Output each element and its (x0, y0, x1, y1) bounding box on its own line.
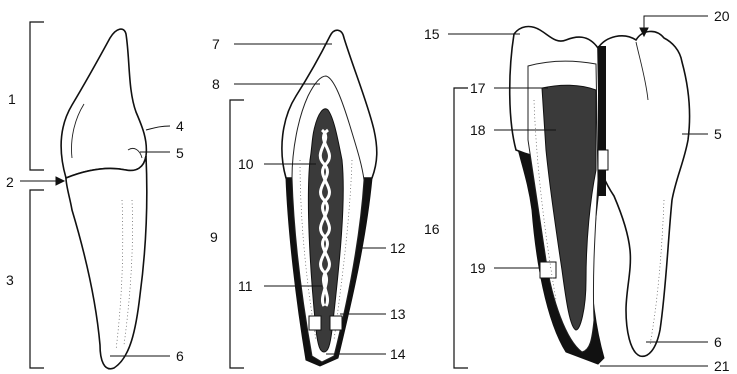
label-20: 20 (714, 8, 730, 24)
bracket-root (30, 190, 44, 368)
root-canal-block-2 (330, 316, 342, 330)
label-19: 19 (470, 260, 486, 276)
label-18: 18 (470, 122, 486, 138)
label-13: 13 (390, 306, 406, 322)
label-12: 12 (390, 240, 406, 256)
label-4: 4 (176, 118, 184, 134)
label-11: 11 (238, 278, 253, 294)
leader-20 (644, 16, 708, 30)
molar-canal-block (540, 262, 556, 278)
label-6-right: 6 (714, 334, 722, 350)
label-8: 8 (212, 76, 220, 92)
bracket-16 (454, 88, 468, 368)
label-1: 1 (8, 91, 16, 107)
label-7: 7 (212, 36, 220, 52)
label-10: 10 (238, 156, 254, 172)
bracket-crown (30, 22, 44, 170)
label-5-left: 5 (176, 145, 184, 161)
leader-4 (146, 126, 170, 130)
molar-pulp-horn-gap (598, 46, 606, 196)
label-21: 21 (714, 358, 730, 374)
label-9: 9 (210, 229, 218, 245)
label-15: 15 (424, 26, 440, 42)
label-16: 16 (424, 221, 440, 237)
label-5-right: 5 (714, 126, 722, 142)
molar-canal-block-2 (598, 150, 608, 170)
label-2: 2 (6, 174, 14, 190)
label-6-left: 6 (176, 348, 184, 364)
molar-external-outline (598, 31, 690, 356)
root-outline (66, 156, 147, 369)
molar-view: 16 15 17 18 19 20 5 6 21 (424, 8, 730, 374)
label-3: 3 (6, 272, 14, 288)
tooth-section-single-root: 9 7 8 10 11 12 13 14 (210, 30, 406, 368)
root-canal-block (309, 316, 321, 330)
arrowhead-2 (56, 177, 64, 185)
bracket-9 (230, 100, 244, 368)
tooth-external-view: 1 2 3 4 5 6 (6, 22, 184, 369)
label-17: 17 (470, 80, 486, 96)
crown-outline (61, 29, 146, 178)
label-14: 14 (390, 346, 406, 362)
